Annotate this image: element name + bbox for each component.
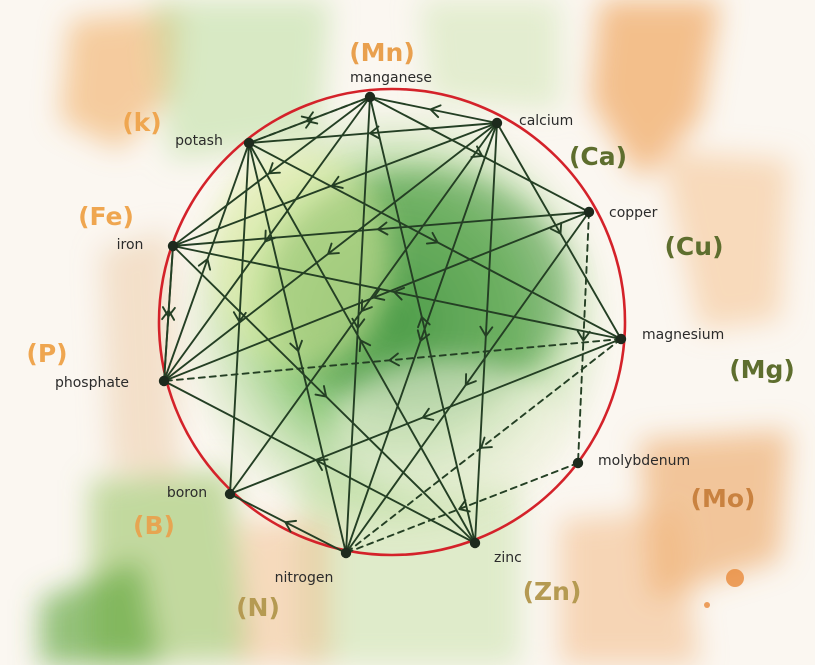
arrowhead-copper-to-phosphate bbox=[372, 287, 386, 301]
arrowhead-manganese-to-iron bbox=[268, 162, 281, 175]
edge-magnesium-to-phosphate bbox=[163, 338, 622, 382]
edge-copper-to-molybdenum bbox=[577, 211, 590, 464]
arrowhead-copper-to-iron bbox=[377, 221, 389, 236]
arrowhead-calcium-to-potash bbox=[369, 125, 381, 140]
node-label-nitrogen: nitrogen bbox=[275, 570, 334, 586]
edge-layer bbox=[161, 96, 622, 554]
edge-copper-to-phosphate bbox=[163, 211, 590, 382]
node-label-phosphate: phosphate bbox=[55, 375, 129, 391]
arrowhead-magnesium-to-phosphate bbox=[388, 352, 400, 367]
arrowhead-potash-to-magnesium bbox=[425, 231, 439, 245]
arrowhead-magnesium-to-nitrogen bbox=[480, 436, 493, 449]
arrowhead-potash-to-nitrogen bbox=[289, 339, 303, 352]
element-symbol-calcium: (Ca) bbox=[569, 142, 627, 171]
edge-calcium-to-phosphate bbox=[163, 122, 498, 382]
edge-potash-to-boron bbox=[229, 142, 250, 495]
edge-nitrogen-to-boron bbox=[229, 493, 347, 554]
node-label-iron: iron bbox=[117, 237, 144, 253]
arrowhead-zinc-to-potash bbox=[358, 339, 372, 353]
edge-iron-to-zinc bbox=[172, 245, 476, 544]
arrowhead-calcium-to-magnesium bbox=[549, 221, 563, 235]
node-calcium bbox=[491, 117, 503, 129]
edge-magnesium-to-boron bbox=[229, 338, 622, 495]
node-manganese bbox=[364, 91, 376, 103]
node-label-boron: boron bbox=[167, 485, 207, 501]
node-label-calcium: calcium bbox=[519, 113, 573, 129]
edge-calcium-to-iron bbox=[172, 122, 498, 247]
node-label-magnesium: magnesium bbox=[642, 327, 724, 343]
arrowhead-nitrogen-to-boron bbox=[284, 519, 298, 533]
edge-calcium-to-magnesium bbox=[496, 122, 622, 340]
arrowhead-calcium-to-manganese bbox=[429, 104, 442, 119]
edge-calcium-to-zinc bbox=[474, 122, 498, 544]
node-label-potash: potash bbox=[175, 133, 223, 149]
edge-phosphate-to-potash bbox=[163, 142, 250, 382]
arrowhead-calcium-to-zinc bbox=[479, 325, 494, 337]
element-symbol-potash: (k) bbox=[122, 108, 161, 137]
element-symbol-iron: (Fe) bbox=[78, 202, 134, 231]
node-nitrogen bbox=[340, 547, 352, 559]
element-symbol-manganese: (Mn) bbox=[349, 38, 415, 67]
element-symbol-molybdenum: (Mo) bbox=[691, 484, 756, 513]
edge-manganese-to-copper bbox=[369, 96, 590, 213]
arrowhead-calcium-to-iron bbox=[331, 175, 344, 189]
node-boron bbox=[224, 488, 236, 500]
node-potash bbox=[243, 137, 255, 149]
edge-calcium-to-nitrogen bbox=[345, 122, 498, 554]
arrowhead-manganese-to-potash bbox=[305, 111, 319, 125]
arrowhead-magnesium-to-iron bbox=[393, 286, 406, 301]
arrowhead-copper-to-molybdenum bbox=[576, 330, 591, 342]
node-layer bbox=[158, 91, 627, 559]
arrowhead-molybdenum-to-nitrogen bbox=[458, 499, 471, 513]
edge-calcium-to-boron bbox=[229, 122, 498, 495]
node-zinc bbox=[469, 537, 481, 549]
arrowhead-copper-to-nitrogen bbox=[464, 373, 477, 386]
edge-zinc-to-potash bbox=[248, 142, 476, 544]
edge-potash-to-nitrogen bbox=[248, 142, 347, 554]
edge-phosphate-to-iron bbox=[163, 245, 174, 382]
element-symbol-phosphate: (P) bbox=[26, 339, 67, 368]
node-label-copper: copper bbox=[609, 205, 658, 221]
element-symbol-copper: (Cu) bbox=[665, 232, 724, 261]
arrowhead-zinc-to-manganese bbox=[417, 316, 431, 329]
label-layer: manganese (Mn) calcium (Ca) copper (Cu) magnes… bbox=[26, 38, 794, 622]
element-symbol-zinc: (Zn) bbox=[523, 577, 582, 606]
edge-magnesium-to-iron bbox=[172, 245, 622, 340]
edge-calcium-to-potash bbox=[248, 122, 498, 144]
node-label-manganese: manganese bbox=[350, 70, 432, 86]
node-copper bbox=[583, 206, 595, 218]
edge-zinc-to-manganese bbox=[369, 96, 476, 544]
edge-potash-to-magnesium bbox=[248, 142, 622, 340]
outer-circle bbox=[157, 87, 627, 557]
element-symbol-boron: (B) bbox=[133, 511, 175, 540]
element-symbol-magnesium: (Mg) bbox=[729, 355, 795, 384]
edge-molybdenum-to-nitrogen bbox=[345, 462, 579, 554]
node-label-zinc: zinc bbox=[494, 550, 522, 566]
edge-manganese-to-potash bbox=[248, 96, 371, 144]
arrowhead-iron-to-zinc bbox=[314, 385, 328, 398]
edge-magnesium-to-nitrogen bbox=[345, 338, 622, 554]
arrowhead-phosphate-to-iron bbox=[161, 309, 176, 321]
edge-zinc-to-phosphate bbox=[163, 380, 476, 544]
node-iron bbox=[167, 240, 179, 252]
edge-manganese-to-iron bbox=[172, 96, 371, 247]
arrowhead-calcium-to-boron bbox=[360, 299, 373, 312]
arrowhead-manganese-to-copper bbox=[470, 145, 484, 158]
arrowhead-phosphate-to-potash bbox=[197, 258, 212, 271]
node-molybdenum bbox=[572, 457, 584, 469]
node-label-molybdenum: molybdenum bbox=[598, 453, 690, 469]
node-magnesium bbox=[615, 333, 627, 345]
element-symbol-nitrogen: (N) bbox=[236, 593, 280, 622]
arrowhead-magnesium-to-boron bbox=[421, 407, 435, 421]
edge-calcium-to-manganese bbox=[369, 96, 498, 124]
edge-copper-to-iron bbox=[172, 211, 590, 247]
arrowhead-calcium-to-phosphate bbox=[327, 242, 340, 255]
node-phosphate bbox=[158, 375, 170, 387]
